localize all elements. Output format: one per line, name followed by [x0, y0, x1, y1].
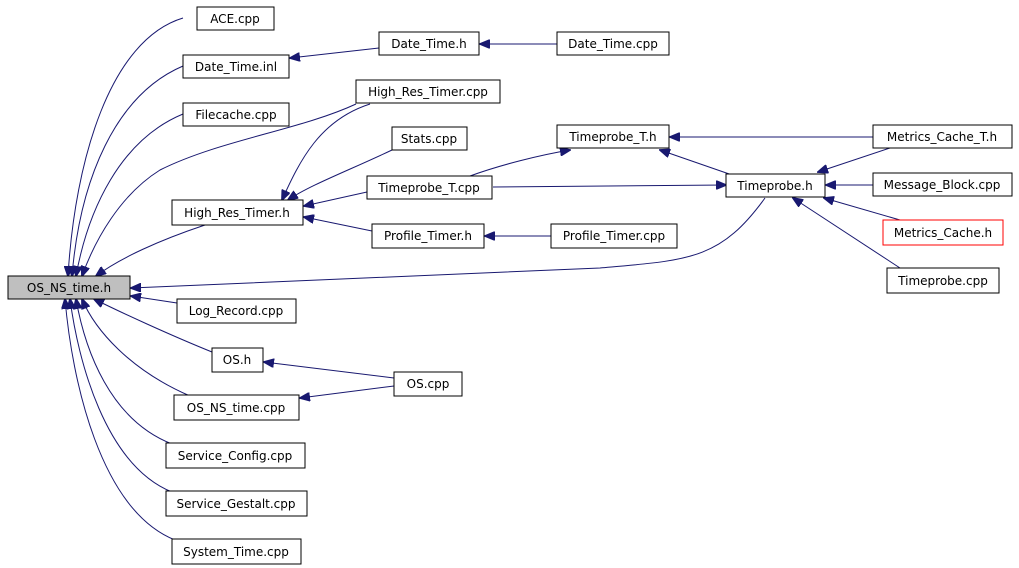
node-timeprobe-cpp[interactable]: Timeprobe.cpp [886, 267, 1000, 294]
node-label: Date_Time.h [391, 37, 466, 51]
node-timeprobe-h[interactable]: Timeprobe.h [725, 173, 826, 198]
edge-high-res-timer-h-to-os-ns-time-h [96, 224, 206, 276]
edge-stats-to-high-res-timer-h [288, 149, 393, 200]
node-label: High_Res_Timer.cpp [368, 85, 488, 99]
node-label: Timeprobe_T.h [568, 130, 656, 144]
node-label: OS.cpp [407, 377, 450, 391]
node-timeprobe-t-h[interactable]: Timeprobe_T.h [556, 124, 670, 149]
node-label: Stats.cpp [401, 132, 457, 146]
node-profile-timer-cpp[interactable]: Profile_Timer.cpp [550, 223, 678, 249]
node-profile-timer-h[interactable]: Profile_Timer.h [371, 223, 485, 249]
edge-date-time-h-to-date-time-inl [290, 47, 380, 58]
node-label: OS_NS_time.h [27, 281, 111, 295]
node-label: Filecache.cpp [195, 108, 276, 122]
node-service-gestalt-cpp[interactable]: Service_Gestalt.cpp [165, 490, 308, 517]
node-timeprobe-t-cpp[interactable]: Timeprobe_T.cpp [366, 175, 493, 200]
edge-os-cpp-to-os-ns-time-cpp [300, 385, 395, 398]
node-service-config-cpp[interactable]: Service_Config.cpp [165, 442, 306, 469]
node-label: Timeprobe.h [736, 179, 812, 193]
node-label: Message_Block.cpp [884, 178, 1001, 192]
edge-metrics-cache-t-h-to-timeprobe-h [818, 147, 891, 172]
node-message-block-cpp[interactable]: Message_Block.cpp [872, 172, 1013, 197]
edge-date-time-inl-to-os-ns-time-h [72, 65, 184, 276]
node-os-h[interactable]: OS.h [211, 347, 264, 373]
edge-os-ns-time-cpp-to-os-ns-time-h [82, 299, 191, 397]
node-high-res-timer-cpp[interactable]: High_Res_Timer.cpp [355, 79, 501, 104]
edge-os-h-to-os-ns-time-h [94, 299, 213, 353]
node-label: Date_Time.cpp [568, 37, 658, 51]
edge-filecache-to-os-ns-time-h [76, 113, 184, 276]
edge-service-gestalt-to-os-ns-time-h [70, 299, 173, 493]
node-label: Log_Record.cpp [189, 304, 284, 318]
edge-service-config-to-os-ns-time-h [76, 299, 173, 445]
node-filecache-cpp[interactable]: Filecache.cpp [182, 102, 290, 127]
node-label: Date_Time.inl [195, 60, 277, 74]
node-high-res-timer-h[interactable]: High_Res_Timer.h [171, 199, 304, 226]
edge-high-res-timer-cpp-to-os-ns-time-h [82, 103, 357, 276]
edge-system-time-to-os-ns-time-h [65, 299, 176, 541]
node-label: ACE.cpp [210, 12, 260, 26]
edge-high-res-timer-cpp-to-high-res-timer-h [282, 103, 371, 200]
node-label: Profile_Timer.h [384, 229, 472, 243]
node-label: Timeprobe_T.cpp [377, 181, 480, 195]
node-stats-cpp[interactable]: Stats.cpp [391, 126, 468, 151]
edge-ace-to-os-ns-time-h [68, 17, 184, 276]
node-label: Timeprobe.cpp [897, 274, 988, 288]
node-ace-cpp[interactable]: ACE.cpp [196, 6, 275, 31]
edge-timeprobe-h-to-timeprobe-t-h [660, 150, 736, 177]
node-label: OS_NS_time.cpp [187, 401, 285, 415]
node-date-time-inl[interactable]: Date_Time.inl [182, 54, 290, 79]
node-metrics-cache-t-h[interactable]: Metrics_Cache_T.h [872, 124, 1013, 149]
node-metrics-cache-h[interactable]: Metrics_Cache.h [882, 219, 1004, 246]
edge-profile-timer-h-to-high-res-timer-h [304, 217, 373, 232]
nodes: OS_NS_time.h ACE.cpp Date_Time.inl Date_… [7, 6, 1013, 565]
node-system-time-cpp[interactable]: System_Time.cpp [171, 538, 302, 565]
edge-os-cpp-to-os-h [264, 362, 395, 379]
node-label: Service_Config.cpp [178, 449, 293, 463]
edge-timeprobe-t-cpp-to-timeprobe-h [492, 185, 726, 187]
node-date-time-cpp[interactable]: Date_Time.cpp [556, 31, 670, 56]
node-label: OS.h [223, 353, 251, 367]
node-os-cpp[interactable]: OS.cpp [393, 371, 463, 397]
node-os-ns-time-h[interactable]: OS_NS_time.h [7, 275, 131, 300]
node-label: Service_Gestalt.cpp [176, 497, 295, 511]
node-label: Profile_Timer.cpp [563, 229, 665, 243]
edge-timeprobe-t-cpp-to-timeprobe-t-h [469, 150, 570, 177]
edge-timeprobe-t-cpp-to-high-res-timer-h [304, 191, 368, 206]
node-label: High_Res_Timer.h [184, 206, 290, 220]
node-label: Metrics_Cache.h [894, 226, 992, 240]
node-date-time-h[interactable]: Date_Time.h [378, 31, 480, 56]
edges [65, 17, 901, 541]
edge-timeprobe-cpp-to-timeprobe-h [793, 198, 901, 269]
edge-metrics-cache-h-to-timeprobe-h [824, 198, 901, 221]
node-os-ns-time-cpp[interactable]: OS_NS_time.cpp [173, 394, 300, 421]
node-label: Metrics_Cache_T.h [887, 130, 997, 144]
node-log-record-cpp[interactable]: Log_Record.cpp [176, 298, 297, 324]
node-label: System_Time.cpp [183, 545, 289, 559]
edge-log-record-to-os-ns-time-h [131, 296, 178, 304]
